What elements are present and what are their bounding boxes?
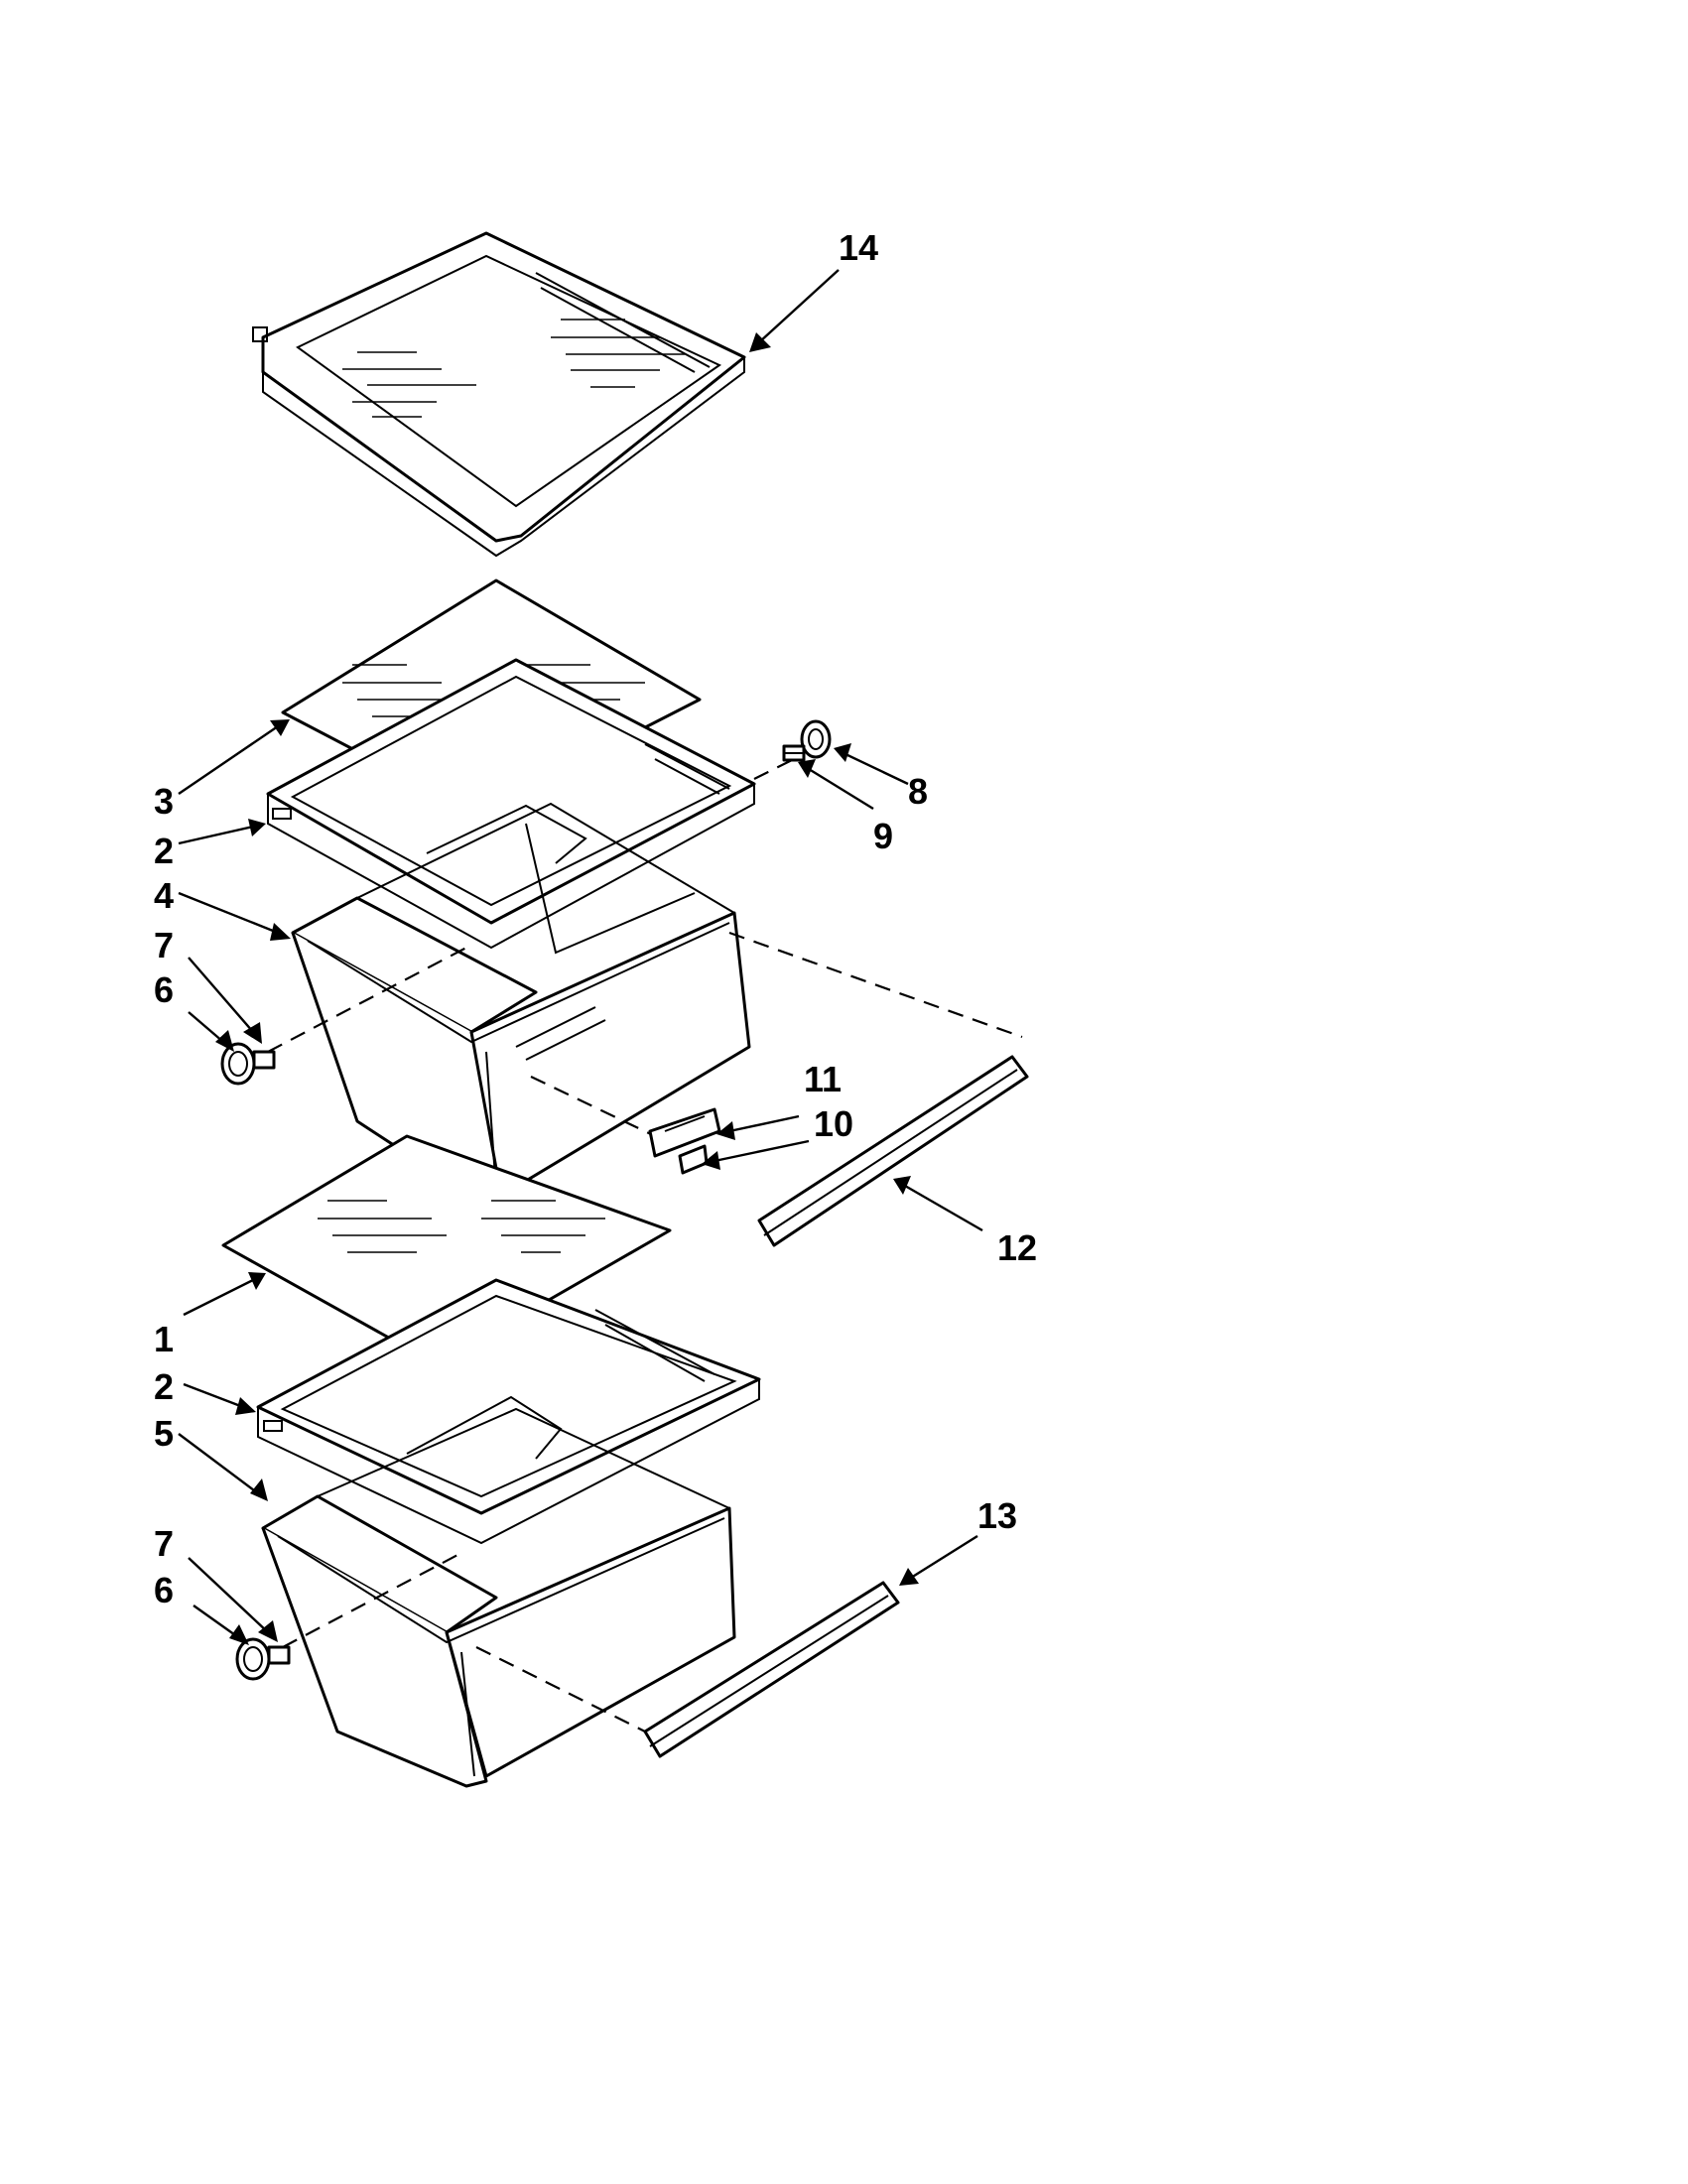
callout-6-upper: 6 xyxy=(154,969,174,1010)
dash-line-upper-axle xyxy=(267,947,467,1053)
callout-2-upper: 2 xyxy=(154,831,174,871)
callout-4: 4 xyxy=(154,875,174,916)
part-14-shelf xyxy=(252,231,746,558)
part-12-front-trim xyxy=(757,1055,1029,1247)
dash-line-upper-clip xyxy=(530,1076,656,1137)
callout-7-lower: 7 xyxy=(154,1523,174,1564)
callout-14: 14 xyxy=(839,227,878,268)
part-7-lower-axle xyxy=(267,1645,291,1665)
callout-5: 5 xyxy=(154,1413,174,1454)
callout-3: 3 xyxy=(154,781,174,822)
part-6-upper-wheel xyxy=(220,1042,256,1086)
callout-11: 11 xyxy=(804,1059,842,1099)
part-5-lower-crisper-pan xyxy=(261,1407,736,1788)
dash-line-lower-axle xyxy=(282,1552,462,1648)
callout-2-lower: 2 xyxy=(154,1366,174,1407)
part-14-glass-hatch xyxy=(342,319,685,418)
callout-9: 9 xyxy=(873,816,893,856)
callout-7-upper: 7 xyxy=(154,925,174,965)
part-13-front-trim xyxy=(643,1581,900,1758)
part-6-lower-wheel xyxy=(235,1637,271,1681)
dash-line-upper-bracket xyxy=(728,931,1023,1039)
part-9-screw xyxy=(782,744,806,762)
part-2-lower-cover-frame xyxy=(256,1278,761,1545)
callout-6-lower: 6 xyxy=(154,1570,174,1610)
dash-line-lower-trim xyxy=(475,1646,646,1733)
callout-12: 12 xyxy=(997,1227,1037,1268)
part-1-lower-cover-glass xyxy=(221,1134,672,1366)
callout-1: 1 xyxy=(154,1319,174,1359)
callout-8: 8 xyxy=(908,771,928,812)
part-10-clip xyxy=(678,1144,709,1175)
callout-numbers: 14 3 2 4 7 6 8 9 11 10 12 1 2 5 13 7 6 xyxy=(154,227,1037,1610)
callout-13: 13 xyxy=(977,1495,1017,1536)
dash-line-upper-roller xyxy=(753,758,795,780)
part-7-upper-axle xyxy=(252,1050,276,1070)
part-11-bracket xyxy=(648,1107,721,1158)
part-8-roller xyxy=(800,719,832,759)
part-4-upper-crisper-pan xyxy=(291,802,751,1208)
leader-lines xyxy=(178,269,983,1645)
callout-10: 10 xyxy=(814,1103,853,1144)
part-2-upper-cover-frame xyxy=(266,658,756,950)
